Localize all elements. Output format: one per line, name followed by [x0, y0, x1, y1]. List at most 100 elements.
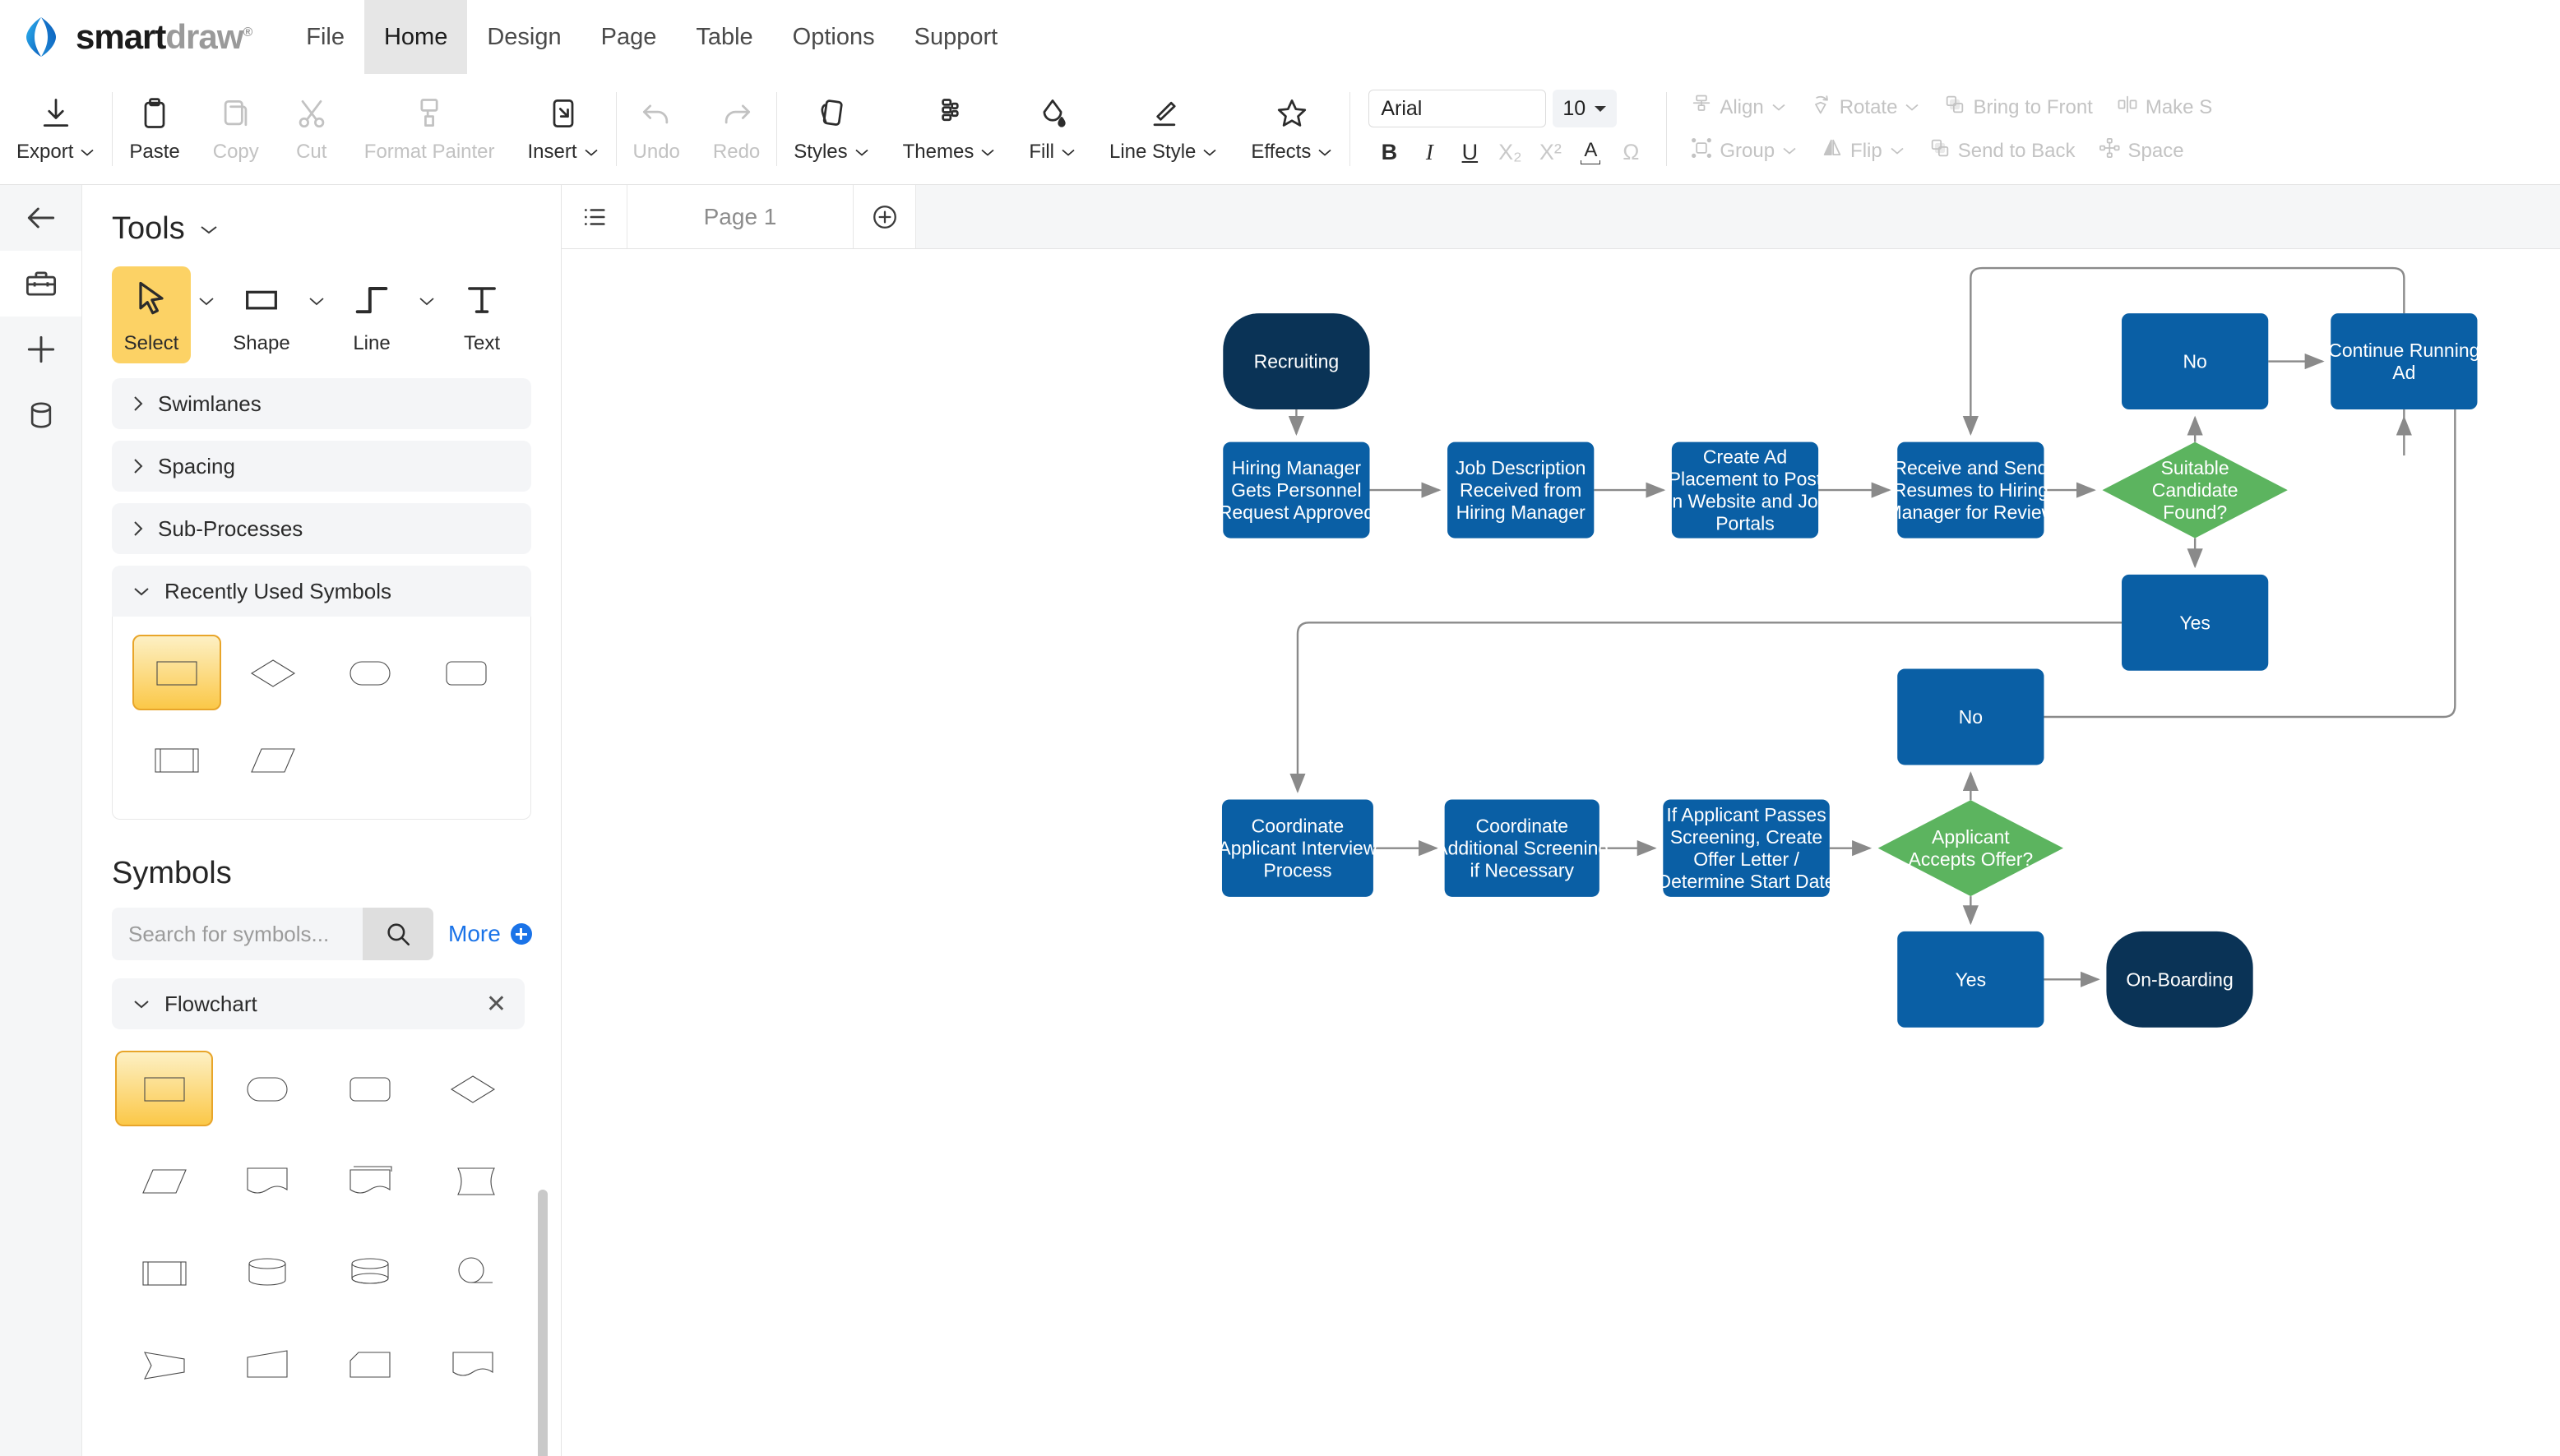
rounded-rect-shape-icon — [446, 661, 487, 686]
recent-symbol-stadium[interactable] — [326, 635, 414, 710]
flowchart-symbol-pentagon-cut[interactable] — [321, 1327, 419, 1403]
paste-button[interactable]: Paste — [113, 74, 196, 184]
underline-button[interactable]: U — [1461, 139, 1479, 164]
recent-symbol-rounded-rect[interactable] — [423, 635, 512, 710]
back-arrow-icon[interactable] — [0, 185, 81, 251]
flowchart-node-yes_offer[interactable]: Yes — [1897, 931, 2044, 1028]
font-family-input[interactable] — [1368, 90, 1547, 127]
font-color-button[interactable]: A — [1573, 136, 1608, 169]
flowchart-node-recruiting[interactable]: Recruiting — [1223, 313, 1370, 410]
menu-item-file[interactable]: File — [306, 23, 345, 50]
flowchart-node-no_suitable[interactable]: No — [2122, 313, 2269, 410]
flowchart-symbol-document-wave[interactable] — [424, 1327, 521, 1403]
more-symbols-link[interactable]: More — [448, 921, 532, 947]
accordion-recently-used-symbols[interactable]: Recently Used Symbols — [112, 566, 531, 617]
accordion-sub-processes[interactable]: Sub-Processes — [112, 503, 531, 554]
tool-shape[interactable]: Shape — [222, 266, 301, 363]
menu-item-table[interactable]: Table — [696, 23, 753, 50]
tool-text[interactable]: Text — [442, 266, 521, 363]
bold-button[interactable]: B — [1381, 139, 1398, 164]
italic-button[interactable]: I — [1425, 139, 1433, 164]
flowchart-node-onboarding[interactable]: On-Boarding — [2106, 931, 2253, 1028]
plus-icon[interactable] — [0, 317, 81, 382]
database-icon[interactable] — [0, 382, 81, 448]
flowchart-symbol-bowtie[interactable] — [115, 1327, 213, 1403]
tool-select-dropdown[interactable] — [191, 266, 222, 335]
brand-name-part2: draw — [165, 17, 243, 56]
chevron-down-icon — [134, 588, 149, 596]
category-header-flowchart[interactable]: Flowchart ✕ — [112, 978, 525, 1029]
tools-panel: Tools Select Shape Line Text Swimlanes Spac… — [82, 185, 562, 1456]
panel-title-row[interactable]: Tools — [82, 185, 561, 261]
effects-button[interactable]: Effects — [1234, 74, 1349, 184]
styles-button[interactable]: Styles — [777, 74, 886, 184]
tab-page-1[interactable]: Page 1 — [627, 185, 854, 248]
flip-button-label: Flip — [1850, 139, 1882, 162]
themes-button[interactable]: Themes — [887, 74, 1013, 184]
accordion-spacing[interactable]: Spacing — [112, 441, 531, 492]
flowchart-node-no_offer[interactable]: No — [1897, 668, 2044, 765]
page-list-icon[interactable] — [562, 185, 627, 248]
flowchart-symbol-rounded-rect[interactable] — [321, 1051, 419, 1126]
flowchart-symbol-predefined-process[interactable] — [115, 1235, 213, 1310]
flowchart-symbol-parallelogram[interactable] — [115, 1143, 213, 1218]
menu-item-options[interactable]: Options — [792, 23, 875, 50]
flowchart-symbol-stored-data[interactable] — [424, 1143, 521, 1218]
back-arrow-glyph — [27, 207, 54, 229]
tool-select[interactable]: Select — [112, 266, 191, 363]
symbol-search-row: More — [82, 908, 561, 978]
close-icon[interactable]: ✕ — [485, 990, 507, 1018]
flowchart-symbol-disk-storage[interactable] — [218, 1235, 316, 1310]
flowchart-symbol-direct-access-storage[interactable] — [321, 1235, 419, 1310]
menu-item-support[interactable]: Support — [914, 23, 998, 50]
insert-button[interactable]: Insert — [512, 74, 616, 184]
chevron-down-icon — [134, 1001, 149, 1009]
flowchart-symbol-document[interactable] — [218, 1143, 316, 1218]
menu-item-home[interactable]: Home — [363, 0, 468, 74]
flowchart-symbol-trapezoid-right[interactable] — [218, 1327, 316, 1403]
symbol-search-input[interactable] — [112, 908, 363, 960]
font-size-select[interactable]: 10 — [1553, 90, 1618, 127]
flowchart-symbol-rectangle[interactable] — [115, 1051, 213, 1126]
flowchart-node-yes_suitable[interactable]: Yes — [2122, 574, 2269, 671]
tool-line-dropdown[interactable] — [411, 266, 442, 335]
flowchart-symbol-multidocument[interactable] — [321, 1143, 419, 1218]
line-style-button[interactable]: Line Style — [1093, 74, 1234, 184]
menu-item-page[interactable]: Page — [600, 23, 657, 50]
toolbox-icon[interactable] — [0, 251, 81, 317]
brand-logo[interactable]: smartdraw® — [0, 0, 252, 74]
node-label-no_suitable: No — [2183, 351, 2206, 372]
recent-symbol-predefined-process[interactable] — [132, 722, 221, 797]
add-page-button[interactable] — [854, 185, 916, 248]
flowchart-symbol-stadium[interactable] — [218, 1051, 316, 1126]
menu-item-design[interactable]: Design — [487, 23, 562, 50]
node-shape — [1221, 799, 1373, 897]
recent-symbol-diamond[interactable] — [229, 635, 318, 710]
document-wave-shape-icon — [451, 1352, 493, 1376]
accordion-swimlanes[interactable]: Swimlanes — [112, 378, 531, 429]
symbol-button[interactable]: Ω — [1623, 139, 1640, 164]
tool-shape-dropdown[interactable] — [301, 266, 332, 335]
fill-button[interactable]: Fill — [1012, 74, 1093, 184]
recent-symbol-rectangle[interactable] — [132, 635, 221, 710]
tool-line[interactable]: Line — [332, 266, 411, 363]
copy-button: Copy — [197, 74, 275, 184]
search-button[interactable] — [363, 908, 433, 960]
recent-symbol-parallelogram[interactable] — [229, 722, 318, 797]
accordion-spacing-label: Spacing — [158, 453, 235, 478]
export-button[interactable]: Export — [0, 74, 112, 184]
panel-scrollbar-thumb[interactable] — [538, 1190, 548, 1456]
flowchart-symbol-diamond[interactable] — [424, 1051, 521, 1126]
flowchart-symbol-connector-circle[interactable] — [424, 1235, 521, 1310]
